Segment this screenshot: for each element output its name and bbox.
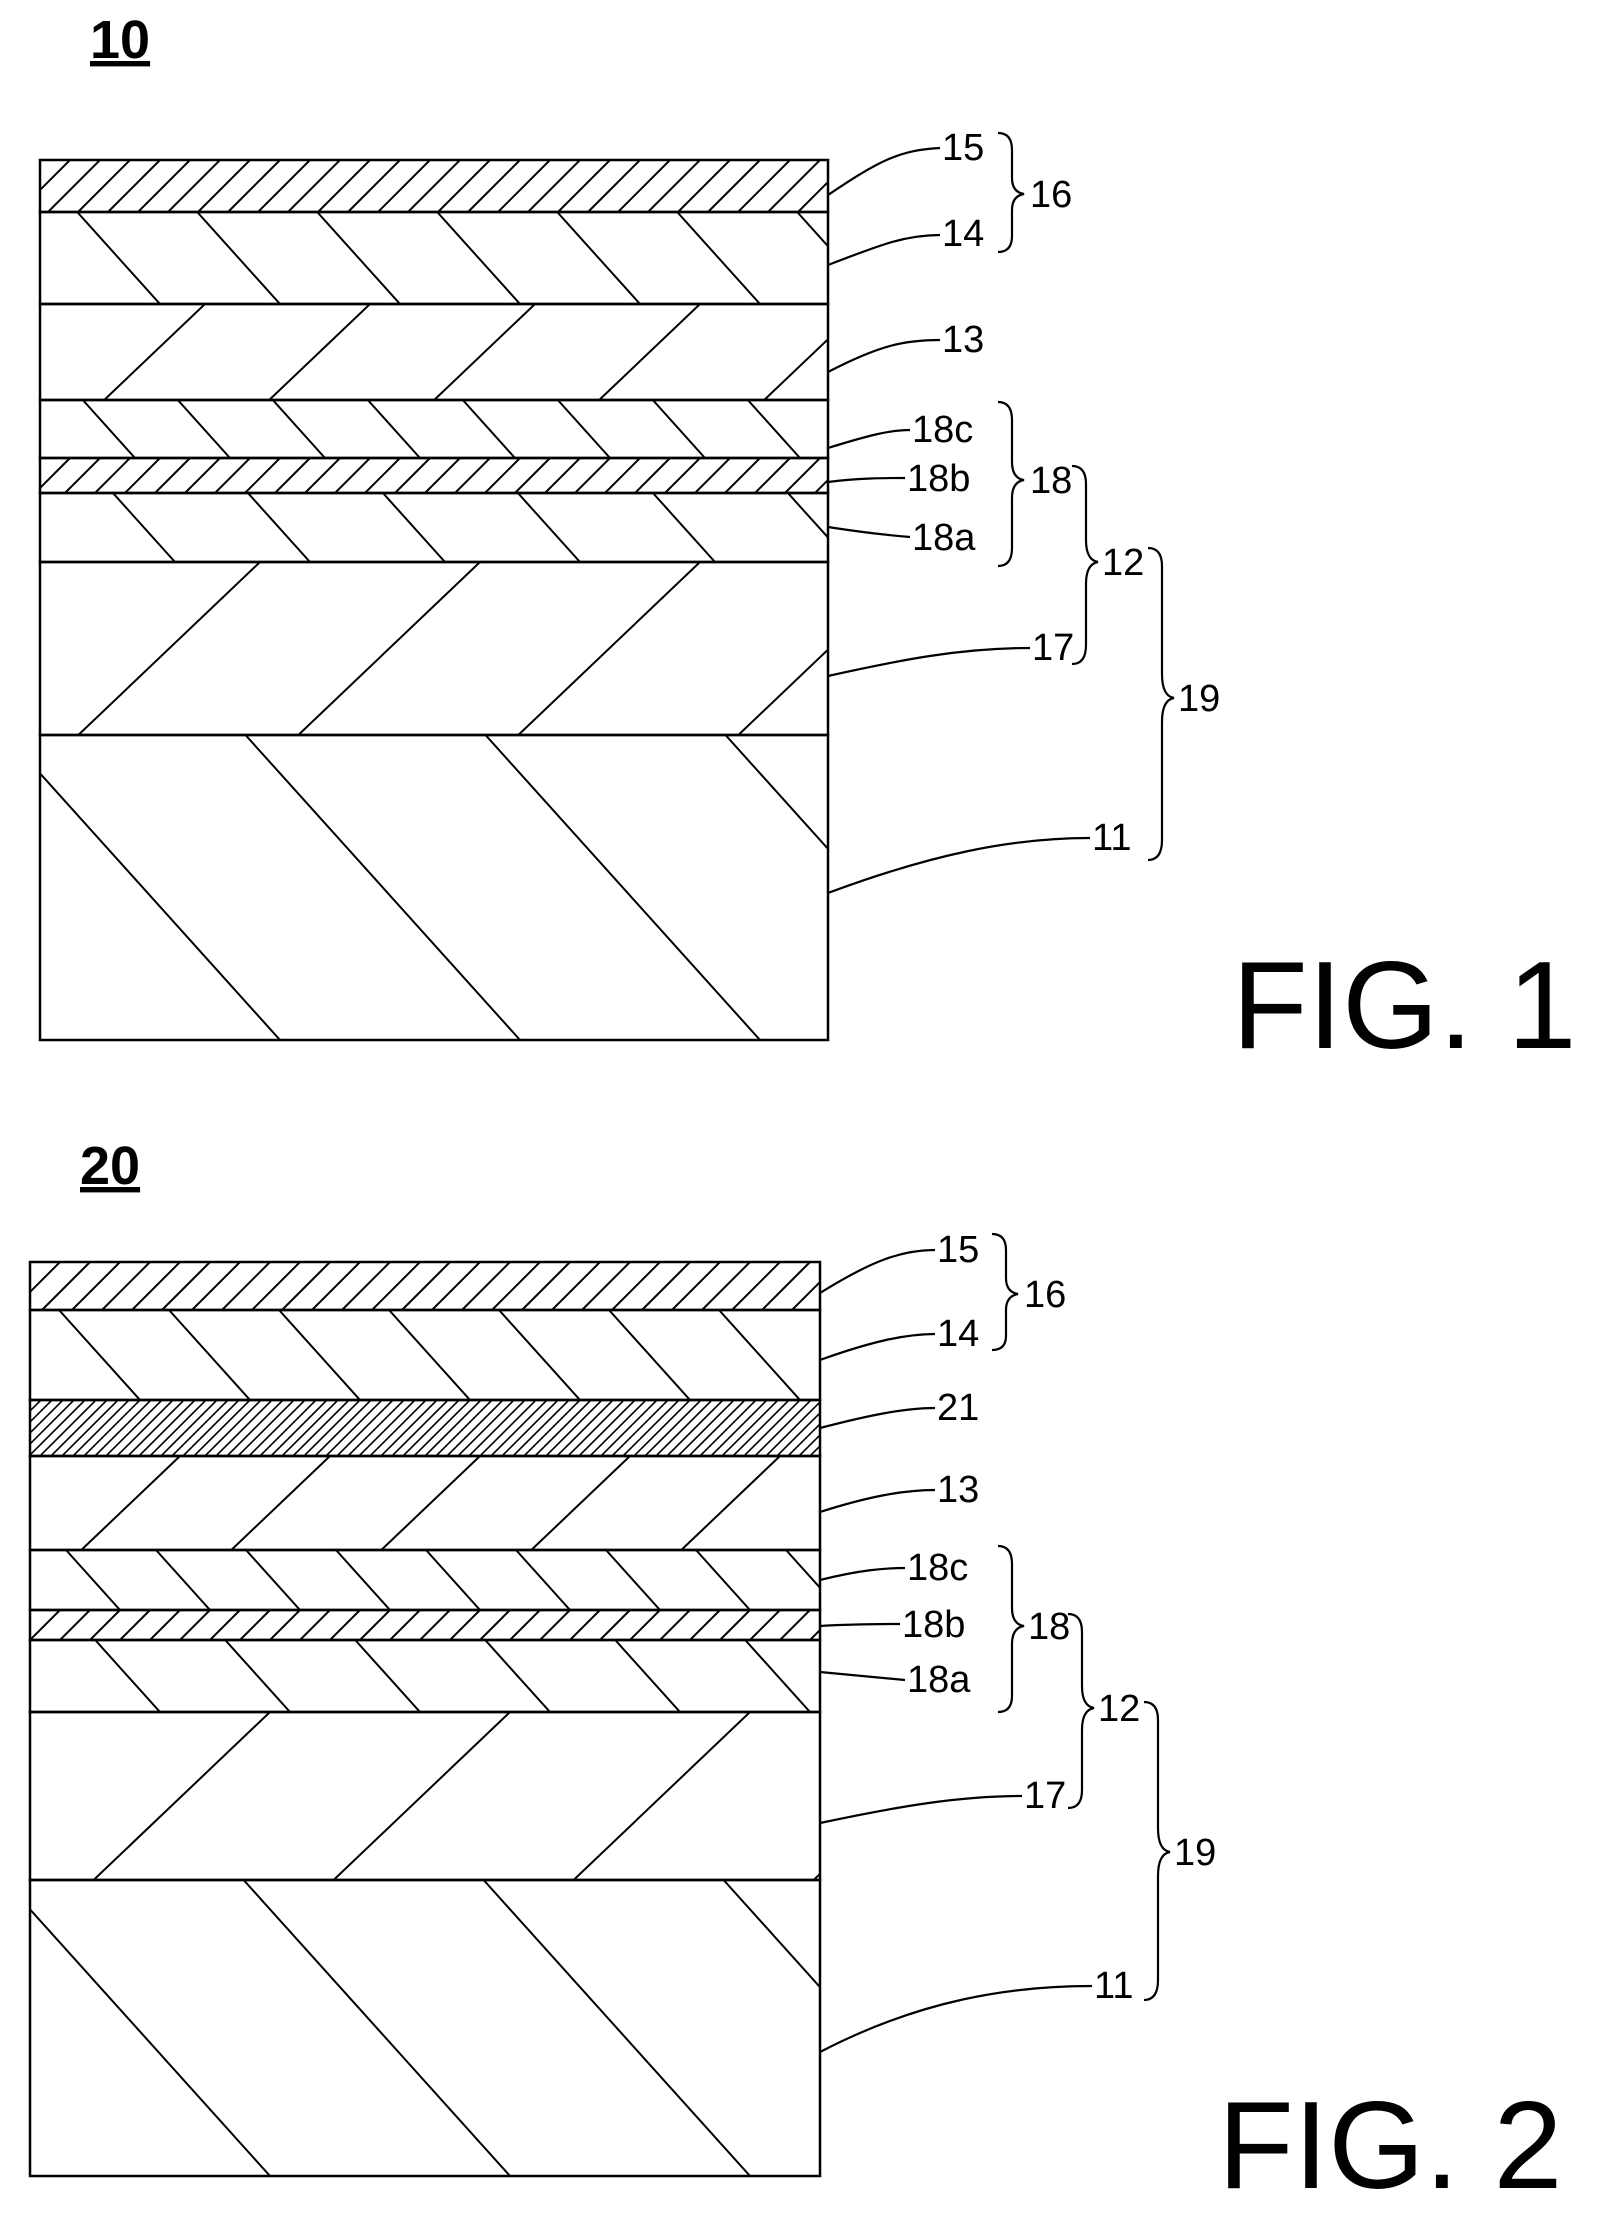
label-15: 15 xyxy=(942,127,984,169)
layer-13 xyxy=(0,1456,1080,1550)
label-18a: 18a xyxy=(907,1659,971,1701)
label-13: 13 xyxy=(937,1469,979,1511)
layer-18b xyxy=(0,1610,900,1640)
label-18c: 18c xyxy=(912,409,973,451)
label-11: 11 xyxy=(1094,1965,1133,2007)
label-11: 11 xyxy=(1092,817,1131,859)
layer-18c xyxy=(0,1550,930,1610)
figure-2-layer-stack xyxy=(0,1262,1470,2176)
figure-1-labels: 15 14 16 13 18c 18b 18a 18 12 17 19 11 xyxy=(907,127,1220,859)
layer-13 xyxy=(0,304,1030,400)
figure-1: 10 15 14 xyxy=(0,10,1577,1075)
group-label-16: 16 xyxy=(1024,1274,1066,1316)
group-label-18: 18 xyxy=(1030,460,1072,502)
layer-15 xyxy=(0,1262,930,1310)
label-21: 21 xyxy=(937,1387,979,1429)
label-14: 14 xyxy=(937,1313,979,1355)
figure-2-ref-number: 20 xyxy=(80,1136,140,1196)
layer-18b xyxy=(0,458,910,493)
label-18b: 18b xyxy=(907,458,970,500)
label-15: 15 xyxy=(937,1229,979,1271)
layer-15 xyxy=(0,160,940,212)
label-14: 14 xyxy=(942,213,984,255)
layer-14 xyxy=(0,1310,1020,1400)
layer-18c xyxy=(0,400,990,458)
label-13: 13 xyxy=(942,319,984,361)
layer-17 xyxy=(0,562,1360,735)
layer-21 xyxy=(0,1400,932,1456)
figure-2-labels: 15 14 16 21 13 18c 18b 18a 18 12 17 19 1… xyxy=(902,1229,1216,2007)
label-18b: 18b xyxy=(902,1604,965,1646)
label-17: 17 xyxy=(1032,627,1074,669)
figure-1-ref-number: 10 xyxy=(90,10,150,70)
label-18c: 18c xyxy=(907,1547,968,1589)
group-label-16: 16 xyxy=(1030,174,1072,216)
group-label-19: 19 xyxy=(1178,678,1220,720)
figure-1-braces xyxy=(998,133,1174,860)
figure-2: 20 xyxy=(0,1136,1563,2214)
layer-14 xyxy=(0,212,1000,304)
group-label-19: 19 xyxy=(1174,1832,1216,1874)
figure-2-leaders xyxy=(820,1250,1092,2052)
label-18a: 18a xyxy=(912,517,976,559)
group-label-12: 12 xyxy=(1098,1688,1140,1730)
group-label-12: 12 xyxy=(1102,542,1144,584)
figure-1-layer-stack xyxy=(0,160,1480,1040)
group-label-18: 18 xyxy=(1028,1606,1070,1648)
label-17: 17 xyxy=(1024,1775,1066,1817)
figure-2-braces xyxy=(992,1234,1170,2000)
figure-1-caption: FIG. 1 xyxy=(1232,937,1577,1075)
figure-2-caption: FIG. 2 xyxy=(1218,2077,1563,2214)
